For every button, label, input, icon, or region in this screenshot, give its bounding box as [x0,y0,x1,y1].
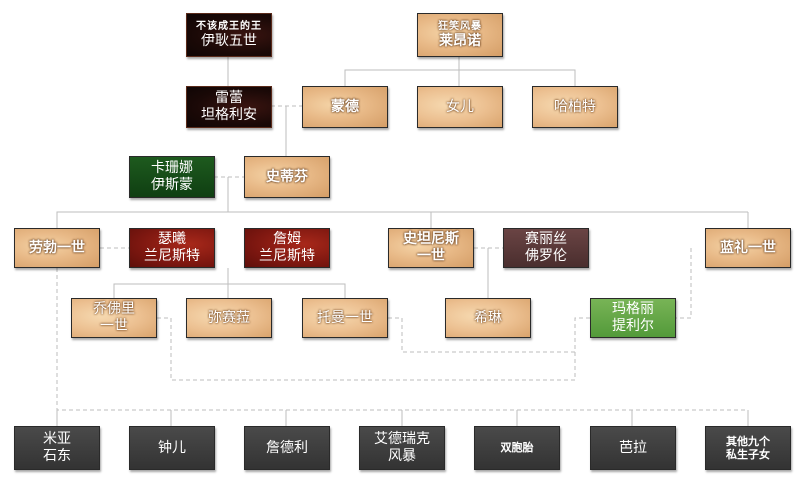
node-steffon[interactable]: 史蒂芬 [244,156,330,198]
node-name-2: 一世 [100,318,128,334]
node-renly[interactable]: 蓝礼一世 [705,228,791,268]
node-edric[interactable]: 艾德瑞克 风暴 [359,426,445,470]
node-name-2: 兰尼斯特 [144,248,200,264]
node-hubert[interactable]: 哈柏特 [532,86,618,128]
link-cersei-tommen [228,283,346,298]
node-epithet: 狂笑风暴 [438,20,482,32]
node-name: 女儿 [446,98,474,115]
node-twins[interactable]: 双胞胎 [474,426,560,470]
node-name: 蓝礼一世 [720,239,776,256]
node-name: 钟儿 [158,439,186,456]
node-name: 劳勃一世 [29,239,85,256]
node-name-2: 兰尼斯特 [259,248,315,264]
node-name: 芭拉 [619,439,647,456]
node-others[interactable]: 其他九个 私生子女 [705,426,791,470]
node-joffrey[interactable]: 乔佛里 一世 [71,298,157,338]
node-name: 哈柏特 [554,98,596,115]
node-barra[interactable]: 芭拉 [590,426,676,470]
node-name: 莱昂诺 [439,32,481,49]
node-name: 詹德利 [266,439,308,456]
node-shireen[interactable]: 希琳 [445,298,531,338]
node-name-2: 一世 [417,248,445,264]
node-selyse[interactable]: 赛丽丝 佛罗伦 [503,228,589,268]
node-lyonel[interactable]: 狂笑风暴 莱昂诺 [417,13,503,57]
node-name: 米亚 [43,431,71,448]
node-name: 瑟曦 [158,231,186,248]
node-cassana[interactable]: 卡珊娜 伊斯蒙 [129,156,215,198]
node-name-2: 石东 [43,448,71,464]
node-name: 蒙德 [331,98,359,115]
node-name: 艾德瑞克 [374,431,430,448]
node-rhaelle[interactable]: 雷蕾 坦格利安 [186,86,272,128]
node-name: 史坦尼斯 [403,231,459,248]
node-name: 其他九个 [726,434,770,448]
link-lyonel-children [344,57,460,86]
node-daughter[interactable]: 女儿 [417,86,503,128]
node-cersei[interactable]: 瑟曦 兰尼斯特 [129,228,215,268]
node-name: 伊耿五世 [201,32,257,49]
node-name: 詹姆 [273,231,301,248]
node-name: 乔佛里 [93,301,135,318]
node-epithet: 不该成王的王 [196,20,262,32]
node-name-2: 佛罗伦 [525,248,567,264]
link-renly-margaery [676,248,692,319]
link-tommen-margaery [388,317,575,353]
node-name: 玛格丽 [612,301,654,318]
node-name: 赛丽丝 [525,231,567,248]
node-name-2: 风暴 [388,448,416,464]
link-cersei-children [113,268,229,298]
node-name: 史蒂芬 [266,168,308,185]
node-margaery[interactable]: 玛格丽 提利尔 [590,298,676,338]
node-name: 托曼一世 [317,309,373,326]
node-name-2: 坦格利安 [201,107,257,123]
node-ormund[interactable]: 蒙德 [302,86,388,128]
node-name: 弥赛菈 [208,309,250,326]
node-aegon-v[interactable]: 不该成王的王 伊耿五世 [186,13,272,57]
node-name: 雷蕾 [215,90,243,107]
node-jaime[interactable]: 詹姆 兰尼斯特 [244,228,330,268]
node-name-2: 提利尔 [612,318,654,334]
node-name: 双胞胎 [500,441,534,455]
node-bella[interactable]: 钟儿 [129,426,215,470]
node-name-2: 私生子女 [726,448,770,461]
node-name: 希琳 [474,309,502,326]
node-mya[interactable]: 米亚 石东 [14,426,100,470]
node-gendry[interactable]: 詹德利 [244,426,330,470]
node-tommen[interactable]: 托曼一世 [302,298,388,338]
node-name: 卡珊娜 [151,160,193,177]
node-myrcella[interactable]: 弥赛菈 [186,298,272,338]
node-name-2: 伊斯蒙 [151,177,193,193]
node-robert[interactable]: 劳勃一世 [14,228,100,268]
link-lyonel-hubert [459,69,576,86]
node-stannis[interactable]: 史坦尼斯 一世 [388,228,474,268]
